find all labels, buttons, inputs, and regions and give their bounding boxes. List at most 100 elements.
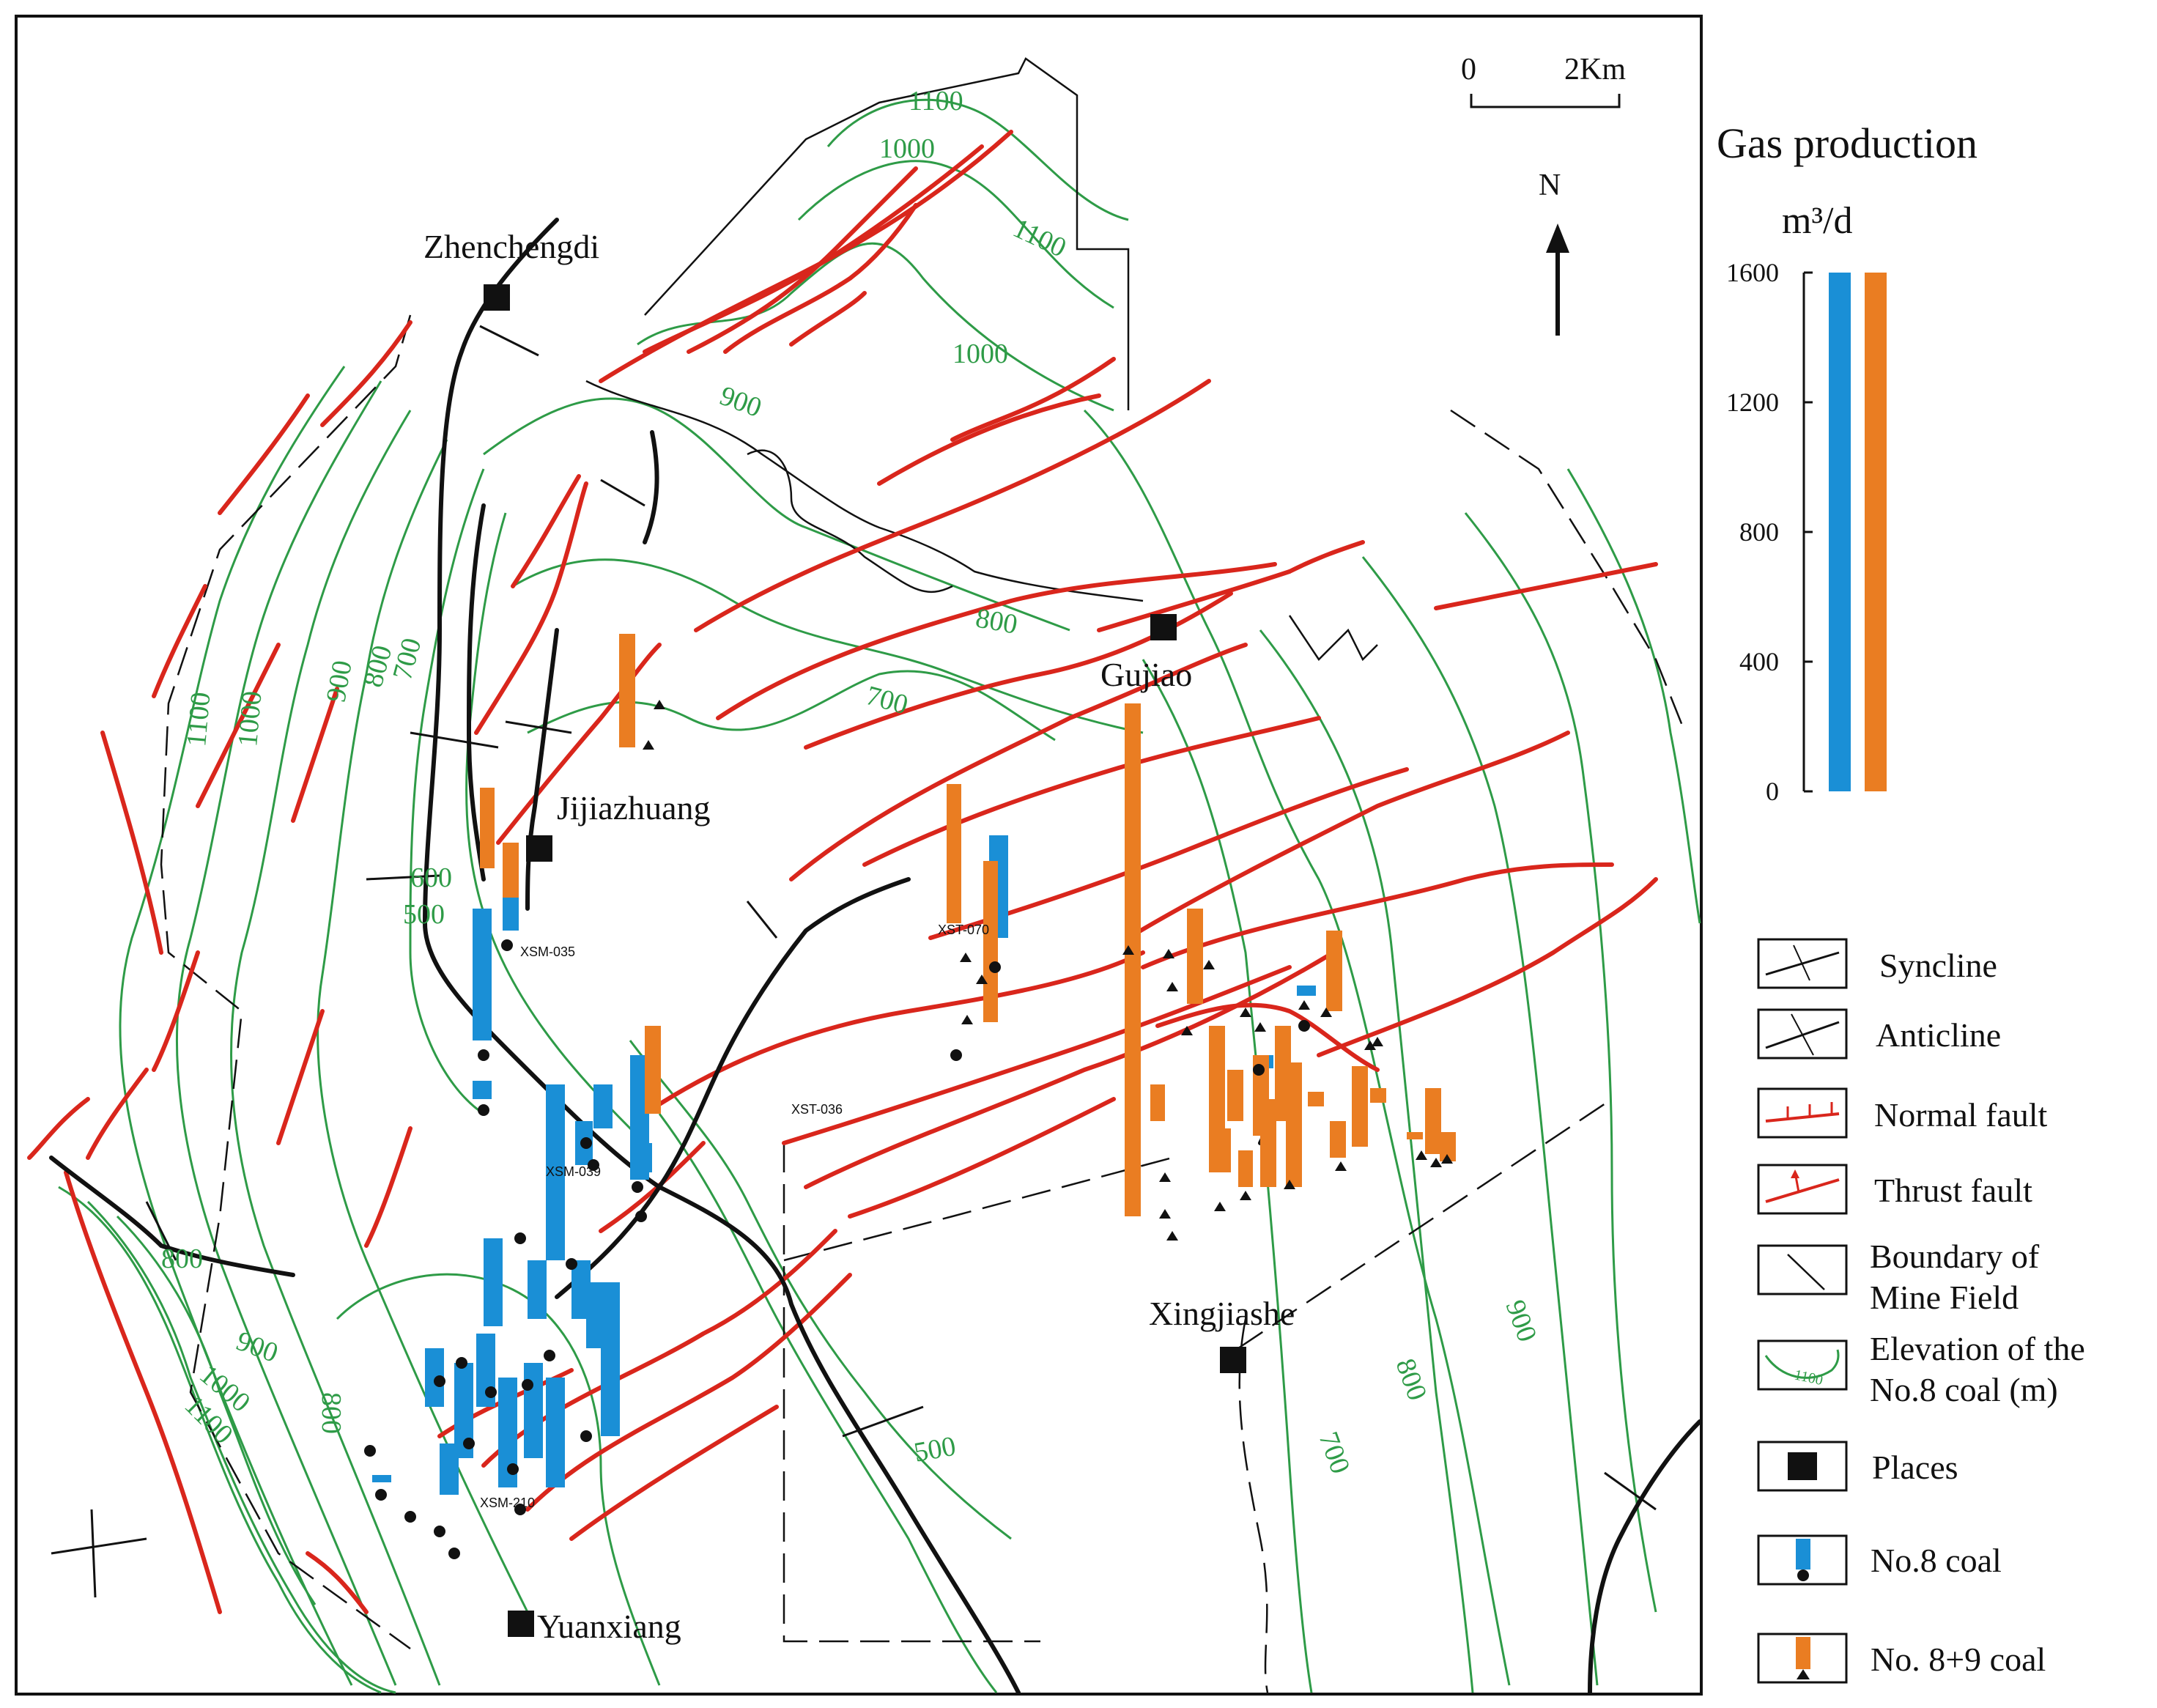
place-label: Gujiao <box>1100 656 1192 693</box>
scale-bar-no8-9 <box>1865 273 1887 791</box>
well-label: XST-036 <box>791 1102 843 1117</box>
no8-legend-marker <box>1797 1570 1809 1581</box>
fault-line <box>694 379 1211 632</box>
fault-line <box>1317 877 1658 1057</box>
well-label: XSM-039 <box>546 1164 601 1179</box>
no8-bar <box>440 1473 459 1480</box>
no8-9-bar <box>947 784 961 923</box>
contour-line <box>175 380 397 1686</box>
legend-anticline: Anticline <box>1876 1016 2001 1054</box>
no8-9-well <box>1240 1191 1251 1200</box>
contour-label: 700 <box>1313 1428 1356 1478</box>
no8-bar <box>372 1475 391 1482</box>
fault-line <box>928 767 1409 940</box>
scale-bar: 0 2Km <box>1461 53 1626 108</box>
no8-well <box>580 1137 592 1149</box>
place-marker-jijiazhuang <box>526 835 552 862</box>
fault-line <box>496 643 662 845</box>
scale-tick-label: 1200 <box>1726 388 1779 417</box>
no8-9-well <box>1364 1040 1376 1050</box>
fault-line <box>276 1009 325 1145</box>
no8-9-well <box>1335 1161 1347 1171</box>
no8-9-well <box>1181 1026 1193 1035</box>
no8-well <box>635 1210 647 1222</box>
boundary-line <box>783 1156 1173 1262</box>
contour-line <box>1259 629 1474 1693</box>
legend-box <box>1757 1534 1848 1586</box>
place-marker-zhenchengdi <box>484 284 510 311</box>
boundary-line <box>644 57 1130 410</box>
faults <box>27 130 1658 1614</box>
no8-9-bar <box>619 634 635 747</box>
no8-9-well <box>960 953 972 962</box>
no8-well <box>501 939 513 951</box>
contour-line <box>826 98 1129 221</box>
gas-production-unit: m³/d <box>1782 200 1852 242</box>
contour-line <box>58 1186 382 1694</box>
no8-well <box>522 1379 533 1391</box>
place-marker-xingjiashe <box>1220 1347 1246 1373</box>
no8-9-well <box>1240 1008 1251 1017</box>
legend: Syncline Anticline Normal fault Thrust f… <box>1757 938 2085 1684</box>
no8-9-well <box>1214 1202 1226 1211</box>
contour-line <box>465 512 646 1145</box>
no8-9-well <box>1203 960 1215 969</box>
fault-line <box>27 1097 90 1160</box>
no8-well <box>364 1445 376 1457</box>
contour-line <box>483 397 1070 632</box>
no8-bar <box>593 1084 613 1128</box>
boundary-legend-symbol <box>1787 1254 1825 1290</box>
no8-9-bar <box>1330 1121 1346 1158</box>
contour-line <box>1464 512 1657 1613</box>
no8-9-well <box>1159 1172 1171 1182</box>
syncline-axis <box>422 218 1021 1695</box>
contour-line <box>1566 468 1701 924</box>
no8-bar <box>546 1378 565 1487</box>
scale-ticks <box>1804 271 1813 793</box>
contour-label: 1000 <box>879 133 935 164</box>
no8-9-well <box>1372 1037 1383 1046</box>
no8-bar <box>440 1465 459 1473</box>
no8-well <box>478 1104 489 1116</box>
no8-well <box>463 1438 475 1449</box>
contour-label: 900 <box>232 1326 282 1369</box>
no8-well <box>478 1049 489 1061</box>
no8-9-well <box>1298 1000 1310 1010</box>
no8-9-bar <box>1352 1066 1368 1147</box>
no8-9-bar <box>480 788 495 868</box>
no8-well <box>434 1375 445 1387</box>
no8-well <box>588 1159 599 1171</box>
fault-line <box>848 1097 1116 1219</box>
contour-line <box>230 410 441 1686</box>
fault-line <box>643 950 1145 1116</box>
no8-well <box>485 1386 497 1398</box>
boundary-line <box>160 314 412 1650</box>
legend-elevation-sample: 1100 <box>1793 1367 1824 1389</box>
no8-9-bar <box>1425 1125 1441 1154</box>
boundary-line <box>1450 409 1687 733</box>
no8-bar <box>473 909 492 1040</box>
no8-well <box>566 1258 577 1270</box>
contour-line <box>86 1200 396 1694</box>
scale-tick-label: 800 <box>1739 517 1779 547</box>
well-label: XSM-210 <box>480 1496 535 1510</box>
contour-label: 1000 <box>952 339 1008 369</box>
map-bars-no8-9 <box>480 634 1456 1216</box>
gas-production-title: Gas production <box>1717 119 1977 167</box>
no8-legend-bar <box>1796 1539 1810 1570</box>
fault-line <box>152 950 200 1072</box>
contour-label: 500 <box>911 1431 958 1468</box>
boundary-line <box>747 449 953 593</box>
scale-start: 0 <box>1461 53 1476 86</box>
no8-well <box>448 1548 460 1559</box>
contour-legend-symbol <box>1764 1349 1840 1379</box>
scale-tick-label: 1600 <box>1726 258 1779 287</box>
no8-9-bar <box>1407 1132 1423 1139</box>
no8-9-well <box>1430 1158 1442 1167</box>
no8-9-well <box>1122 945 1134 955</box>
well-labels: XSM-035 XSM-039 XSM-210 XST-070 XST-036 <box>480 923 989 1510</box>
fold-cross-mark <box>479 325 539 357</box>
contour-line <box>1361 556 1599 1686</box>
